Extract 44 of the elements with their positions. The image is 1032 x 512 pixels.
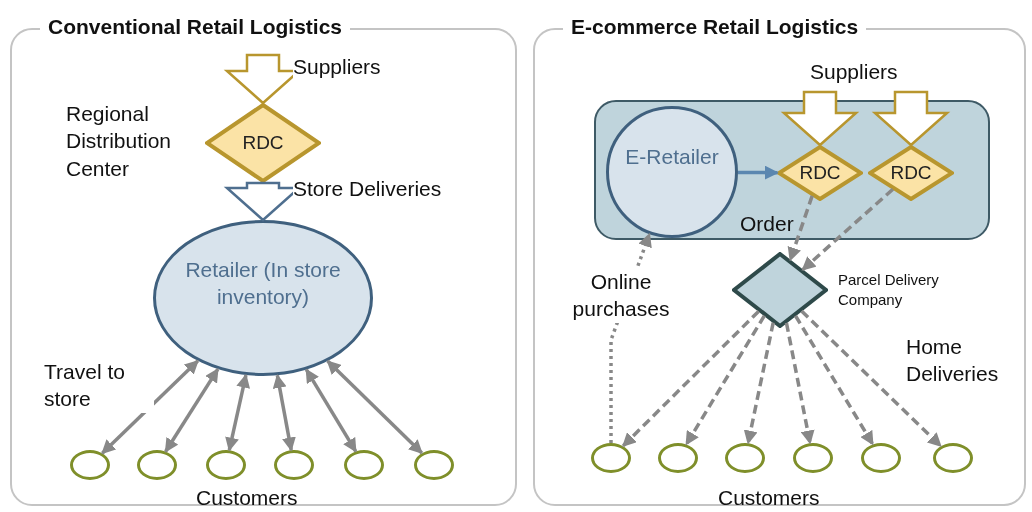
arrow bbox=[684, 314, 766, 446]
customer-circle bbox=[725, 443, 765, 473]
customer-circle bbox=[861, 443, 901, 473]
customer-circle bbox=[137, 450, 177, 480]
group-box bbox=[594, 100, 990, 240]
arrow bbox=[621, 309, 760, 448]
arrow bbox=[801, 187, 895, 272]
node-label: RDC bbox=[890, 160, 932, 185]
customer-circle bbox=[70, 450, 110, 480]
arrow bbox=[101, 359, 200, 455]
text-label: Order bbox=[740, 211, 794, 237]
side-label: Parcel Delivery Company bbox=[838, 270, 940, 309]
text-label: Home Deliveries bbox=[906, 334, 1000, 388]
arrow bbox=[272, 373, 296, 452]
arrow bbox=[326, 359, 424, 455]
arrow bbox=[225, 373, 251, 452]
customer-circle bbox=[933, 443, 973, 473]
text-label: Customers bbox=[196, 485, 298, 511]
arrow bbox=[793, 314, 875, 446]
text-label: Customers bbox=[718, 485, 820, 511]
node-label: RDC bbox=[242, 130, 284, 155]
node-label: Retailer (In store inventory) bbox=[184, 256, 342, 310]
node-label: RDC bbox=[799, 160, 841, 185]
diamond-node bbox=[868, 145, 954, 201]
block-arrow bbox=[871, 90, 951, 147]
diamond-node bbox=[777, 145, 863, 201]
arrow bbox=[800, 309, 942, 448]
customer-circle bbox=[274, 450, 314, 480]
text-label: Suppliers bbox=[810, 59, 898, 85]
arrow bbox=[304, 368, 358, 453]
block-arrow bbox=[780, 90, 860, 147]
node-label: E-Retailer bbox=[625, 144, 719, 171]
arrow bbox=[738, 165, 779, 180]
arrow bbox=[164, 367, 220, 453]
customer-circle bbox=[414, 450, 454, 480]
arrow bbox=[784, 322, 815, 445]
customer-circle bbox=[206, 450, 246, 480]
arrow bbox=[787, 195, 814, 262]
customer-circle bbox=[793, 443, 833, 473]
customer-circle bbox=[344, 450, 384, 480]
side-label: Regional Distribution Center bbox=[66, 101, 173, 182]
arrow bbox=[743, 322, 775, 445]
customer-circle bbox=[591, 443, 631, 473]
customer-circle bbox=[658, 443, 698, 473]
